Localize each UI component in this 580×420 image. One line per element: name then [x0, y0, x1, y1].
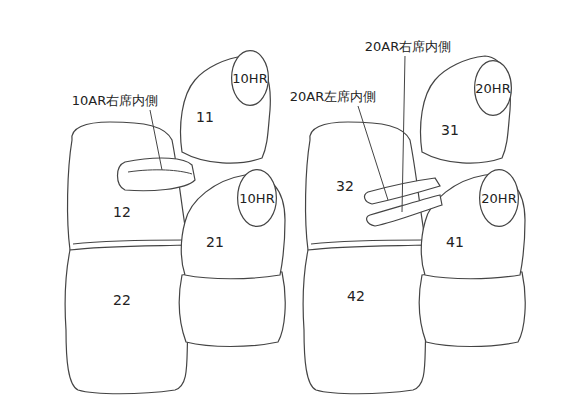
seat-part: 12	[64, 120, 192, 254]
headrest-circle: 20HR	[474, 60, 512, 116]
part-number: 42	[347, 288, 365, 304]
headrest-code: 20HR	[481, 191, 516, 206]
headrest-circle: 20HR	[479, 169, 519, 227]
seat-part: 22	[62, 236, 196, 398]
armrest-label: 20AR左席内側	[289, 88, 377, 106]
part-number: 31	[441, 122, 459, 138]
seat-outline	[300, 236, 434, 398]
seat-outline	[302, 120, 430, 254]
headrest-circle: 10HR	[237, 169, 277, 227]
part-number: 12	[113, 204, 131, 220]
armrest-label: 20AR右席内側	[364, 38, 452, 56]
part-number: 32	[336, 178, 354, 194]
part-number: 21	[206, 234, 224, 250]
headrest-code: 10HR	[239, 191, 274, 206]
part-number: 41	[446, 234, 464, 250]
headrest-code: 10HR	[232, 71, 267, 86]
part-number: 11	[196, 109, 214, 125]
headrest-circle: 10HR	[231, 50, 269, 106]
part-number: 22	[113, 292, 131, 308]
seat-part: 42	[300, 236, 434, 398]
seat-part: 32	[302, 120, 430, 254]
seat-outline	[64, 120, 192, 254]
seat-outline	[62, 236, 196, 398]
headrest-code: 20HR	[475, 81, 510, 96]
armrest-label: 10AR右席内側	[71, 92, 159, 110]
